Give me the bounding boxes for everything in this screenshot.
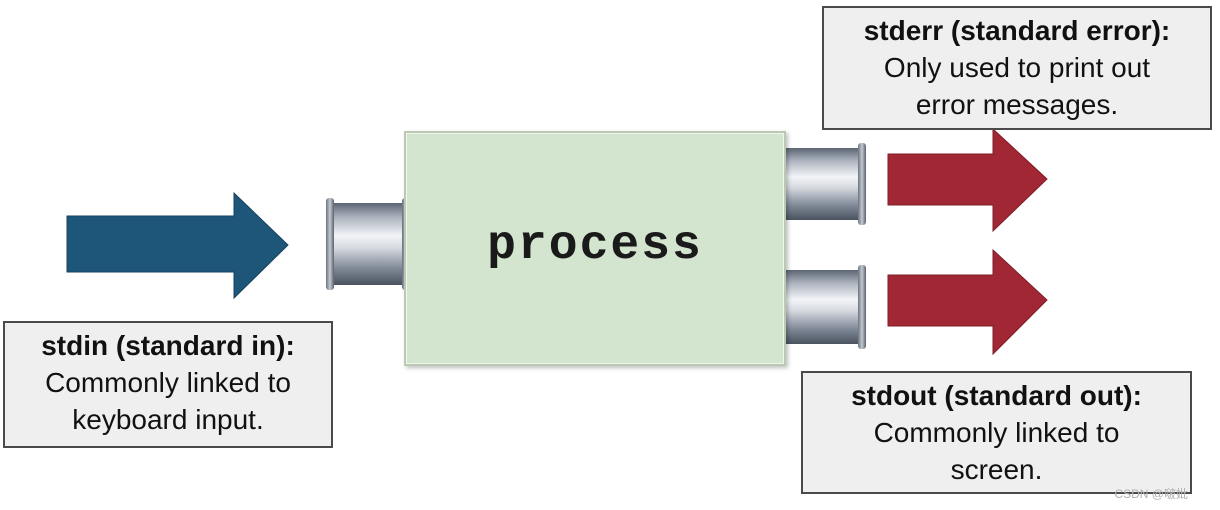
stdout-title: stdout (standard out): — [851, 380, 1142, 411]
stderr-title: stderr (standard error): — [863, 15, 1171, 46]
stderr-description-line: Only used to print out — [883, 52, 1151, 83]
watermark: CSDN @啵妣 — [1114, 487, 1188, 501]
pipe-icon — [778, 143, 866, 225]
stdout-description-line: screen. — [950, 454, 1043, 485]
stdin-description-line: keyboard input. — [72, 404, 264, 435]
process-label: process — [487, 218, 703, 273]
stdout-description-line: Commonly linked to — [873, 417, 1120, 448]
stdin-title: stdin (standard in): — [41, 330, 295, 361]
stderr-description-line: error messages. — [915, 89, 1119, 120]
stdin-callout: stdin (standard in): Commonly linked to … — [3, 321, 333, 448]
stdout-callout: stdout (standard out): Commonly linked t… — [801, 371, 1192, 494]
pipe-icon — [326, 198, 410, 290]
input-arrow-icon — [66, 191, 289, 300]
output-arrow-icon — [887, 248, 1048, 356]
output-arrow-icon — [887, 127, 1048, 233]
stderr-callout: stderr (standard error): Only used to pr… — [822, 6, 1212, 130]
process-box: process — [404, 131, 786, 366]
stdin-description-line: Commonly linked to — [45, 367, 291, 398]
pipe-icon — [778, 265, 866, 349]
